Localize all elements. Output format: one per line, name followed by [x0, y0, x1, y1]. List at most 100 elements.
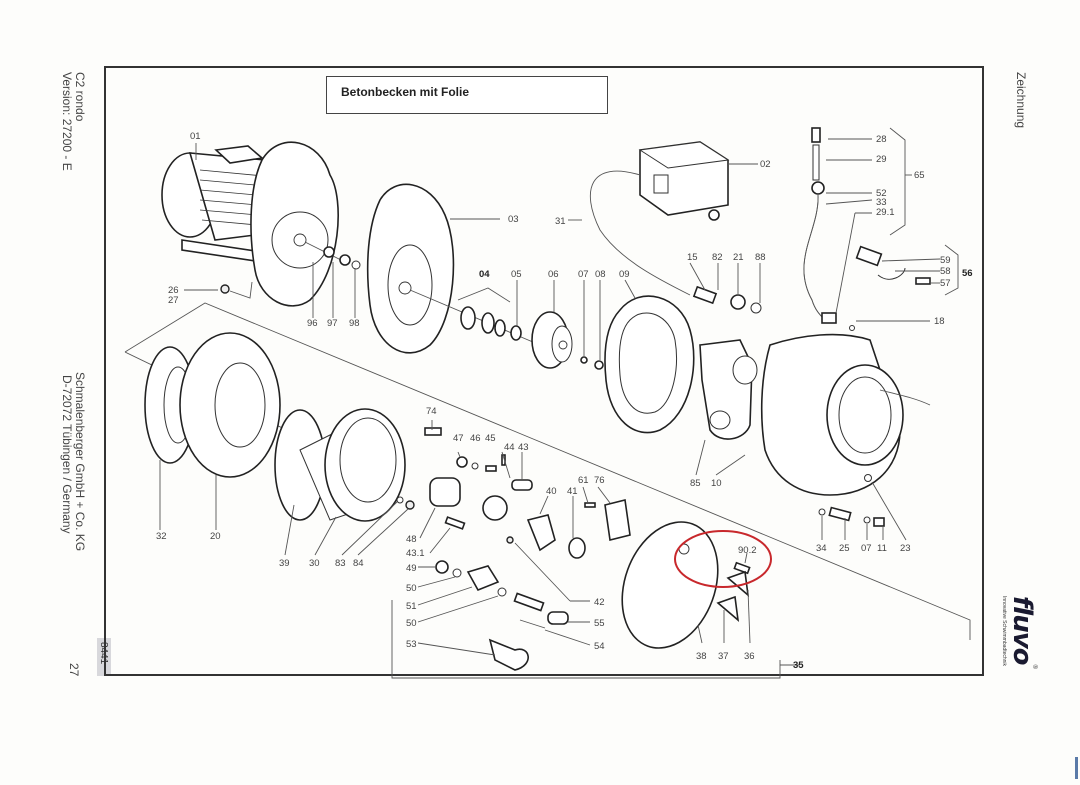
drawing-frame: [104, 66, 984, 676]
part-76: [604, 499, 631, 541]
part-41: [568, 537, 586, 559]
part-50b: [497, 587, 507, 597]
label-06: 06: [548, 269, 559, 280]
label-07: 07: [578, 269, 589, 280]
label-28: 28: [876, 134, 887, 145]
label-08: 08: [595, 269, 606, 280]
label-82: 82: [712, 252, 723, 263]
label-02: 02: [760, 159, 771, 170]
part-04-seal: [460, 306, 476, 330]
label-88: 88: [755, 252, 766, 263]
label-90-2: 90.2: [738, 545, 757, 556]
part-50a: [452, 568, 462, 578]
part-34: [818, 508, 826, 516]
label-43: 43: [518, 442, 529, 453]
label-57: 57: [940, 278, 951, 289]
label-27: 27: [168, 295, 179, 306]
label-29-1: 29.1: [876, 207, 895, 218]
label-20: 20: [210, 531, 221, 542]
part-58: [877, 267, 906, 280]
label-59: 59: [940, 255, 951, 266]
label-65: 65: [914, 170, 925, 181]
label-25: 25: [839, 543, 850, 554]
label-96: 96: [307, 318, 318, 329]
label-43-1: 43.1: [406, 548, 425, 559]
part-26: [220, 284, 230, 294]
label-34: 34: [816, 543, 827, 554]
part-07b: [863, 516, 871, 524]
label-35: 35: [793, 660, 804, 671]
part-59: [855, 245, 883, 267]
label-76: 76: [594, 475, 605, 486]
part-84: [405, 500, 415, 510]
label-11: 11: [877, 543, 887, 554]
label-74: 74: [426, 406, 437, 417]
part-96: [323, 246, 335, 258]
label-48: 48: [406, 534, 417, 545]
label-05: 05: [511, 269, 522, 280]
label-55: 55: [594, 618, 605, 629]
label-61: 61: [578, 475, 589, 486]
label-84: 84: [353, 558, 364, 569]
label-30: 30: [309, 558, 320, 569]
drawing-title: Betonbecken mit Folie: [341, 85, 470, 99]
part-07: [580, 356, 588, 364]
part-97: [339, 254, 351, 266]
part-40: [526, 514, 556, 552]
label-56: 56: [962, 268, 973, 279]
part-47: [456, 456, 468, 468]
label-23: 23: [900, 543, 911, 554]
part-48: [429, 477, 461, 507]
scan-edge-mark: [1075, 757, 1078, 779]
highlight-circle-90-2: [674, 530, 772, 588]
label-53: 53: [406, 639, 417, 650]
label-98: 98: [349, 318, 360, 329]
label-41: 41: [567, 486, 578, 497]
label-38: 38: [696, 651, 707, 662]
part-82: [692, 285, 718, 305]
leader-lines: [159, 127, 959, 656]
label-42: 42: [594, 597, 605, 608]
part-motor-flange: [250, 141, 346, 307]
part-08: [594, 360, 604, 370]
part-57: [915, 277, 931, 285]
part-43: [511, 479, 533, 491]
label-51: 51: [406, 601, 417, 612]
part-impeller: [531, 311, 573, 369]
label-52: 52: [876, 188, 887, 199]
part-pump-housing: [366, 183, 541, 354]
part-38-cover: [621, 521, 719, 649]
label-37: 37: [718, 651, 729, 662]
label-07b: 07: [861, 543, 872, 554]
label-15: 15: [687, 252, 698, 263]
part-74: [424, 427, 442, 436]
label-26: 26: [168, 285, 179, 296]
label-18: 18: [934, 316, 945, 327]
part-11: [873, 517, 885, 527]
part-85-bracket: [699, 339, 758, 440]
part-37: [716, 595, 740, 622]
part-spring: [513, 592, 545, 612]
part-44: [501, 454, 506, 466]
label-83: 83: [335, 558, 346, 569]
label-21: 21: [733, 252, 744, 263]
title-box: Betonbecken mit Folie: [326, 76, 608, 114]
part-54: [519, 619, 546, 629]
label-97: 97: [327, 318, 338, 329]
label-45: 45: [485, 433, 496, 444]
label-33: 33: [876, 197, 887, 208]
label-54: 54: [594, 641, 605, 652]
part-61: [584, 502, 596, 508]
part-83-ring: [324, 408, 406, 522]
part-20-flange: [179, 332, 281, 478]
part-05: [510, 325, 522, 341]
part-51: [466, 565, 500, 592]
label-46: 46: [470, 433, 481, 444]
part-90-2: [733, 561, 751, 575]
part-65-hose: [803, 127, 837, 324]
label-50b: 50: [406, 618, 417, 629]
part-55: [547, 611, 569, 625]
part-25: [828, 506, 852, 522]
label-04: 04: [479, 269, 490, 280]
